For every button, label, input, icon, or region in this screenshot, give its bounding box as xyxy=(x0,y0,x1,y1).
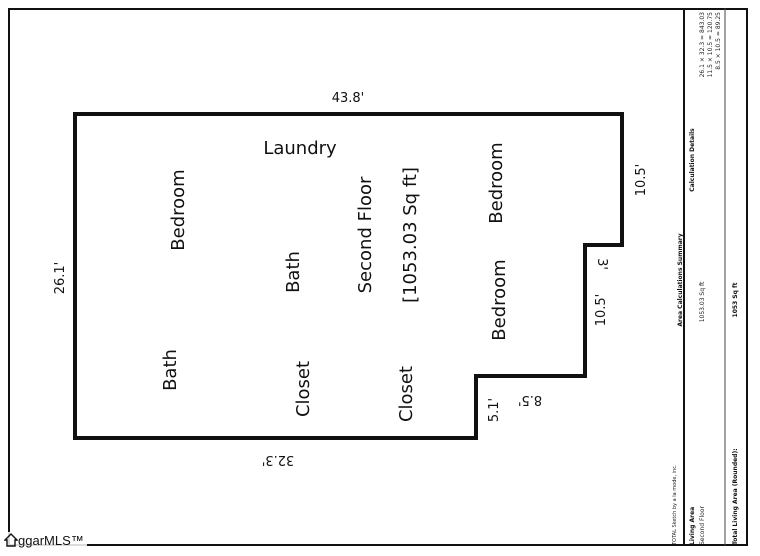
room-bedroom-left: Bedroom xyxy=(168,169,189,250)
room-closet-1: Closet xyxy=(293,361,314,417)
dim-left: 26.1' xyxy=(53,262,68,295)
outer-wall xyxy=(73,112,624,440)
dim-bottom: 32.3' xyxy=(262,452,295,467)
dim-step-small: 3' xyxy=(594,258,609,270)
room-laundry: Laundry xyxy=(263,138,337,159)
room-bath-left: Bath xyxy=(160,349,181,391)
dim-step-diag: 8.5' xyxy=(518,392,542,407)
mls-logo-text: ggarMLS™ xyxy=(18,533,84,548)
summary-total-label: Total Living Area (Rounded): xyxy=(732,448,739,545)
summary-floor: Second Floor xyxy=(699,506,706,545)
room-bath-center: Bath xyxy=(283,251,304,293)
dim-notch: 5.1' xyxy=(487,398,502,422)
calc-row-2: 11.5 × 10.5 = 120.75 xyxy=(707,12,714,78)
calc-row-1: 26.1 × 32.3 = 843.03 xyxy=(699,12,706,78)
room-closet-2: Closet xyxy=(396,366,417,422)
summary-living-area: Living Area xyxy=(689,507,696,545)
calc-heading: Calculation Details xyxy=(689,128,696,192)
sketch-credit: TOTAL Sketch by a la mode, inc. xyxy=(672,464,678,546)
house-logo-icon xyxy=(4,533,18,547)
mls-logo: ggarMLS™ xyxy=(2,532,87,549)
calc-row-3: 8.5 × 10.5 = 89.25 xyxy=(715,12,722,70)
room-bedroom-upper-right: Bedroom xyxy=(486,142,507,223)
room-bedroom-lower-right: Bedroom xyxy=(489,259,510,340)
sketch-frame xyxy=(8,8,748,546)
floor-name: Second Floor xyxy=(355,176,376,293)
summary-total-value: 1053 Sq ft xyxy=(732,282,739,317)
dim-right-lower: 10.5' xyxy=(594,294,609,327)
dim-right-upper: 10.5' xyxy=(634,164,649,197)
summary-heading: Area Calculations Summary xyxy=(677,233,684,326)
dim-top: 43.8' xyxy=(332,91,365,106)
floor-area: [1053.03 Sq ft] xyxy=(400,167,421,303)
summary-sqft: 1053.03 Sq ft xyxy=(699,281,706,322)
